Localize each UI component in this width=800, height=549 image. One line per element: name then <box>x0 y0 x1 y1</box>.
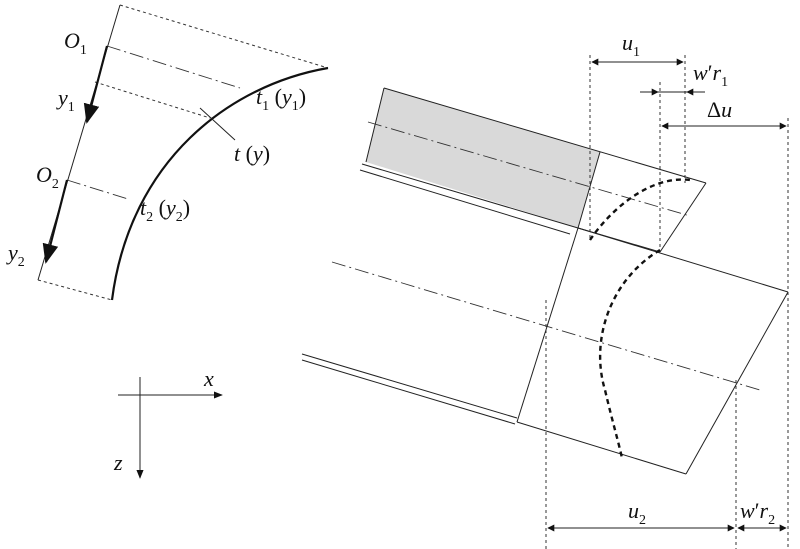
beam-perspective-view <box>301 55 789 549</box>
ty-leader <box>199 107 236 141</box>
web-cut-line <box>516 227 579 423</box>
label-z-axis: z <box>113 450 123 475</box>
thickness-curve <box>110 66 329 301</box>
dimension-lines <box>547 58 787 532</box>
section-outline-dashed-bottom <box>37 279 113 301</box>
label-t2-y2: t2 (y2) <box>140 195 190 225</box>
y1-reference-line <box>94 81 211 119</box>
o1-reference-line <box>106 45 241 89</box>
y1-axis-arrow <box>83 45 109 124</box>
label-u1: u1 <box>622 30 640 60</box>
label-o2: O2 <box>36 162 59 192</box>
web-right-edge <box>685 291 789 475</box>
label-wr2: w′r2 <box>740 498 775 528</box>
label-y1: y1 <box>56 85 75 115</box>
label-t1-y1: t1 (y1) <box>256 84 306 114</box>
warping-curve-lower <box>598 248 661 459</box>
y2-axis-arrow <box>42 179 69 264</box>
warping-curve-upper <box>589 178 691 241</box>
upper-flange-axis <box>367 121 691 217</box>
web-bottom-edge <box>516 421 687 475</box>
web-lower-line-a <box>301 353 518 419</box>
section-outline-dashed <box>119 4 329 69</box>
label-x-axis: x <box>203 366 214 391</box>
upper-flange-right-edge <box>659 182 707 253</box>
upper-flange-line-b <box>359 169 571 235</box>
label-wr1: w′r1 <box>693 60 728 90</box>
upper-flange-left-edge <box>365 87 385 163</box>
upper-flange-top-edge <box>383 87 707 184</box>
label-delta-u: Δu <box>707 97 732 122</box>
shaded-flange-region <box>366 88 600 228</box>
o2-reference-line <box>66 179 129 200</box>
label-o1: O1 <box>64 28 87 58</box>
upper-flange-cut <box>577 151 601 229</box>
web-top-edge <box>577 227 789 293</box>
cross-section-view <box>37 4 329 301</box>
web-lower-line-b <box>301 359 516 425</box>
label-t-y: t (y) <box>234 141 270 166</box>
label-y2: y2 <box>6 240 25 270</box>
upper-flange-line-a <box>361 163 579 229</box>
coordinate-axes <box>118 377 223 479</box>
label-u2: u2 <box>628 498 646 528</box>
